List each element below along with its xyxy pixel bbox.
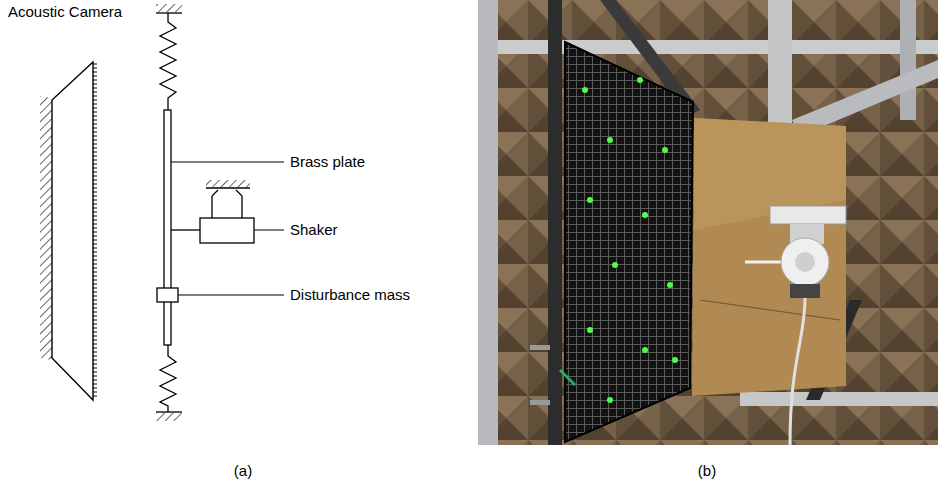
panel-caption: (b)	[698, 462, 716, 480]
part-label: Disturbance mass	[290, 286, 410, 304]
part-label: Shaker	[290, 221, 338, 239]
part-label: Acoustic Camera	[8, 3, 122, 21]
spring-symbol	[156, 4, 182, 421]
part-label: Brass plate	[290, 153, 365, 171]
panel-caption: (a)	[234, 462, 252, 480]
leader-line	[171, 162, 284, 295]
shaker-symbol	[171, 180, 254, 243]
disturbance-mass-symbol	[157, 288, 178, 302]
photo-illustration	[478, 0, 938, 445]
brass-plate-symbol	[164, 110, 171, 345]
acoustic-camera-symbol	[40, 62, 97, 400]
